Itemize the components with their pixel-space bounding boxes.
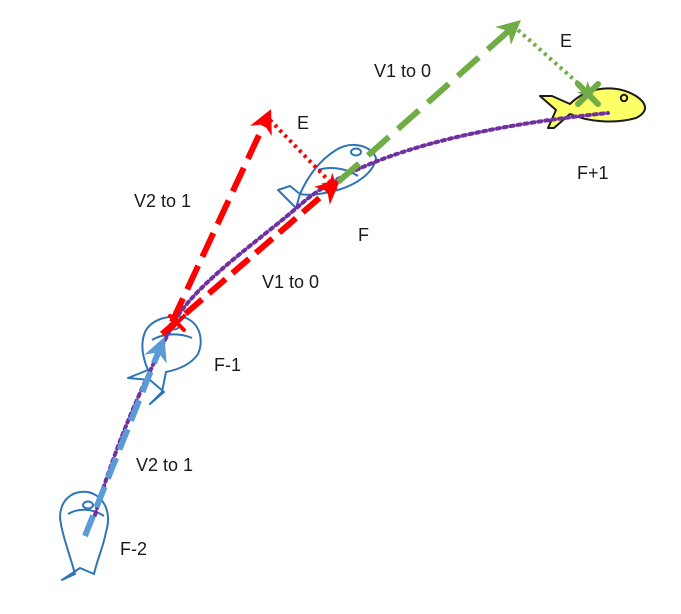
- label-f-minus-1: F-1: [214, 355, 241, 375]
- label-f-minus-2: F-2: [120, 539, 147, 559]
- label-f: F: [358, 225, 369, 245]
- label-v2to1-red: V2 to 1: [134, 191, 192, 211]
- label-v2to1-blue: V2 to 1: [136, 455, 194, 475]
- label-v1to0-red: V1 to 0: [262, 272, 320, 292]
- red-velocity-arrow-v2to1: [169, 109, 272, 324]
- red-error-arrow: [268, 118, 338, 190]
- label-error-green: E: [560, 31, 573, 51]
- green-cross-mark: [575, 81, 601, 107]
- label-v1to0-green: V1 to 0: [374, 61, 432, 81]
- fish-f-minus-2-icon: [59, 490, 109, 581]
- red-velocity-arrow-v1to0: [160, 180, 341, 337]
- green-velocity-arrow: [336, 20, 521, 185]
- blue-velocity-arrow: [82, 336, 167, 538]
- red-cross-mark: [168, 314, 186, 332]
- label-error-red: E: [297, 113, 310, 133]
- fish-f-plus-1-icon: [539, 87, 646, 129]
- label-f-plus-1: F+1: [577, 163, 609, 183]
- trajectory-dotted-line: [93, 111, 610, 517]
- fish-f-icon: [277, 143, 377, 209]
